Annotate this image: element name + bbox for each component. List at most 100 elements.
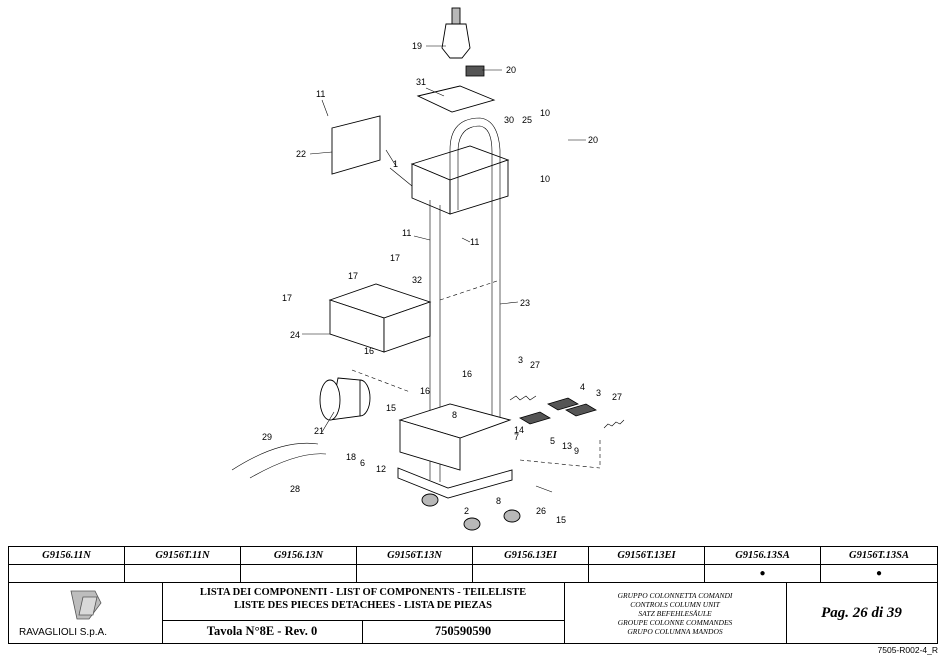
callout: 11 bbox=[470, 237, 479, 247]
model-header: G9156T.13SA bbox=[821, 547, 937, 565]
callout: 20 bbox=[506, 65, 516, 75]
callout: 25 bbox=[522, 115, 532, 125]
callout: 7 bbox=[514, 432, 519, 442]
foot-left bbox=[421, 493, 439, 507]
plate-part bbox=[416, 85, 496, 113]
exploded-view-drawing: 19 20 31 11 22 1 30 25 10 20 10 11 11 17… bbox=[231, 7, 625, 531]
model-header: G9156.13N bbox=[241, 547, 357, 565]
callout: 13 bbox=[562, 441, 572, 451]
table-revision: Tavola N°8E - Rev. 0 bbox=[162, 620, 363, 643]
callout: 17 bbox=[348, 271, 358, 281]
switch-part-top bbox=[465, 65, 485, 77]
callout: 32 bbox=[412, 275, 422, 285]
callout: 15 bbox=[386, 403, 396, 413]
title-block: RAVAGLIOLI S.p.A. LISTA DEI COMPONENTI -… bbox=[8, 583, 938, 644]
callout: 24 bbox=[290, 330, 300, 340]
callout: 10 bbox=[540, 174, 550, 184]
callout: 30 bbox=[504, 115, 514, 125]
callout: 3 bbox=[596, 388, 601, 398]
callout: 18 bbox=[346, 452, 356, 462]
callout: 3 bbox=[518, 355, 523, 365]
group-name: GROUPE COLONNE COMMANDES bbox=[617, 617, 733, 627]
joystick-part bbox=[441, 7, 471, 59]
callouts: 19 20 31 11 22 1 30 25 10 20 10 11 11 17… bbox=[262, 41, 622, 525]
logo-cell: RAVAGLIOLI S.p.A. bbox=[9, 583, 163, 643]
callout: 15 bbox=[556, 515, 566, 525]
cable-29 bbox=[231, 442, 319, 471]
model-mark bbox=[125, 565, 241, 582]
cable-28 bbox=[249, 453, 327, 479]
callout: 17 bbox=[282, 293, 292, 303]
callout: 20 bbox=[588, 135, 598, 145]
motor-part bbox=[319, 377, 371, 421]
company-logo bbox=[70, 590, 102, 620]
callout: 4 bbox=[580, 382, 585, 392]
spring-right bbox=[603, 419, 625, 429]
callout: 8 bbox=[496, 496, 501, 506]
model-header: G9156.13SA bbox=[705, 547, 821, 565]
cover-part bbox=[331, 115, 381, 175]
callout: 10 bbox=[540, 108, 550, 118]
callout: 6 bbox=[360, 458, 365, 468]
group-name: SATZ BEFEHLESÄULE bbox=[638, 608, 712, 618]
callout: 11 bbox=[316, 89, 325, 99]
group-name: GRUPPO COLONNETTA COMANDI bbox=[617, 590, 733, 600]
callout: 16 bbox=[462, 369, 472, 379]
callout: 16 bbox=[420, 386, 430, 396]
base-frame bbox=[397, 467, 513, 499]
callout: 27 bbox=[530, 360, 540, 370]
pedal-bracket bbox=[398, 403, 512, 471]
list-title-line: LISTE DES PIECES DETACHEES - LISTA DE PI… bbox=[234, 600, 492, 611]
foot-right bbox=[503, 509, 521, 523]
callout: 22 bbox=[296, 149, 306, 159]
document-reference: 7505-R002-4_R bbox=[877, 645, 938, 655]
callout: 2 bbox=[464, 506, 469, 516]
callout: 14 bbox=[514, 425, 524, 435]
model-header: G9156.13EI bbox=[473, 547, 589, 565]
group-name: CONTROLS COLUMN UNIT bbox=[630, 599, 720, 609]
drawing-number: 750590590 bbox=[434, 624, 492, 638]
control-box bbox=[410, 145, 510, 215]
group-name-cell: GRUPPO COLONNETTA COMANDI CONTROLS COLUM… bbox=[564, 583, 787, 643]
model-header: G9156.11N bbox=[9, 547, 125, 565]
model-header: G9156T.13EI bbox=[589, 547, 705, 565]
callout: 23 bbox=[520, 298, 530, 308]
callout: 31 bbox=[416, 77, 426, 87]
model-mark bbox=[589, 565, 705, 582]
callout: 12 bbox=[376, 464, 386, 474]
list-title-line: LISTA DEI COMPONENTI - LIST OF COMPONENT… bbox=[199, 587, 527, 598]
callout: 26 bbox=[536, 506, 546, 516]
model-mark: ● bbox=[875, 568, 883, 579]
callout: 29 bbox=[262, 432, 272, 442]
callout: 8 bbox=[452, 410, 457, 420]
bracket-part bbox=[328, 283, 432, 353]
callout: 27 bbox=[612, 392, 622, 402]
company-name: RAVAGLIOLI S.p.A. bbox=[19, 627, 107, 638]
list-cell: LISTA DEI COMPONENTI - LIST OF COMPONENT… bbox=[162, 583, 565, 643]
pedals bbox=[519, 397, 597, 425]
callout: 9 bbox=[574, 446, 579, 456]
callout: 19 bbox=[412, 41, 422, 51]
leader-lines bbox=[302, 45, 586, 433]
model-mark bbox=[9, 565, 125, 582]
assembly-lines bbox=[351, 279, 601, 469]
callout: 17 bbox=[390, 253, 400, 263]
spring-left bbox=[509, 395, 537, 401]
model-mark bbox=[473, 565, 589, 582]
model-mark bbox=[357, 565, 473, 582]
model-table: G9156.11N G9156T.11N G9156.13N G9156T.13… bbox=[8, 546, 938, 583]
model-header: G9156T.11N bbox=[125, 547, 241, 565]
page-number: Pag. 26 di 39 bbox=[821, 604, 902, 621]
callout: 16 bbox=[364, 346, 374, 356]
callout: 5 bbox=[550, 436, 555, 446]
callout: 21 bbox=[314, 426, 324, 436]
callout: 11 bbox=[402, 228, 411, 238]
model-mark bbox=[241, 565, 357, 582]
group-name: GRUPO COLUMNA MANDOS bbox=[627, 626, 723, 636]
callout: 1 bbox=[393, 159, 398, 169]
foot-mid bbox=[463, 517, 481, 531]
pin-part bbox=[535, 485, 553, 493]
model-mark: ● bbox=[705, 565, 821, 582]
list-titles: LISTA DEI COMPONENTI - LIST OF COMPONENT… bbox=[162, 586, 564, 621]
model-header: G9156T.13N bbox=[357, 547, 473, 565]
